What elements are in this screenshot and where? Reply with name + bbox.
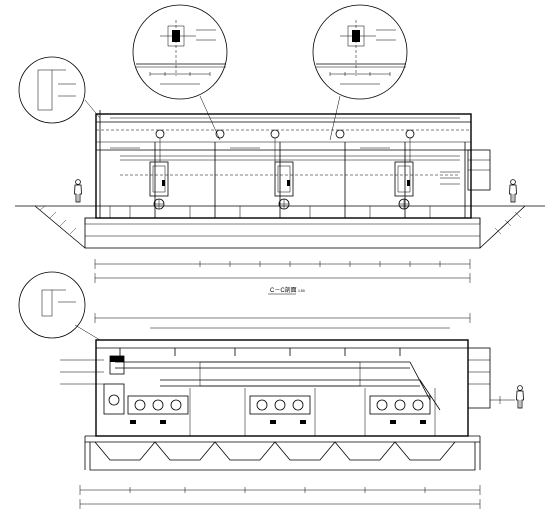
lower-section-view: [60, 313, 524, 471]
detail-callout-right: [312, 4, 408, 100]
lower-dimension-line: [79, 485, 481, 509]
detail-callout-small-top: [18, 56, 86, 124]
section-scale: 1:50: [298, 289, 305, 293]
upper-section-view: [15, 110, 545, 249]
detail-callout-small-bottom: [18, 271, 86, 339]
upper-dimension-line: [94, 259, 471, 283]
detail-callout-left: [132, 4, 228, 100]
section-title: C－C剖面: [270, 286, 297, 294]
